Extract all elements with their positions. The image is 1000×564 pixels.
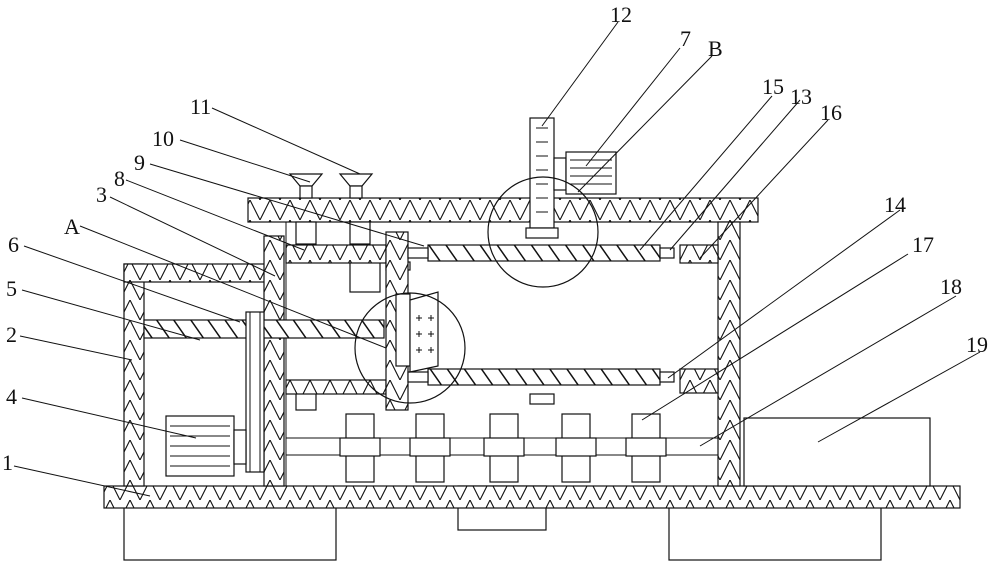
label-18: 18: [940, 274, 962, 299]
label-3: 3: [96, 182, 107, 207]
leader-lines: [13, 21, 981, 497]
detail-circle-b: [487, 176, 599, 288]
label-19: 19: [966, 332, 988, 357]
lower-slide-bar: [285, 368, 719, 395]
rack-gear: [525, 117, 559, 239]
label-11: 11: [190, 94, 211, 119]
lower-screw: [407, 368, 675, 386]
label-10: 10: [152, 126, 174, 151]
label-a: A: [64, 214, 80, 239]
label-9: 9: [134, 150, 145, 175]
label-8: 8: [114, 166, 125, 191]
motor: [165, 415, 247, 477]
label-16: 16: [820, 100, 842, 125]
top-motor: [553, 151, 617, 195]
cutter-block: [395, 291, 439, 373]
label-5: 5: [6, 276, 17, 301]
detail-circle-a: [354, 292, 466, 404]
crushing-shaft: [339, 393, 667, 483]
main-body: [247, 197, 759, 487]
label-15: 15: [762, 74, 784, 99]
upper-screw: [407, 244, 675, 262]
motor-housing: [123, 235, 285, 487]
label-14: 14: [884, 192, 906, 217]
belt-drive: [245, 311, 265, 473]
label-4: 4: [6, 384, 17, 409]
hoppers: [288, 173, 374, 199]
label-b: B: [708, 36, 723, 61]
label-17: 17: [912, 232, 934, 257]
label-1: 1: [2, 450, 13, 475]
base-plate: [103, 485, 961, 509]
label-12: 12: [610, 2, 632, 27]
part-labels: 1 2 3 4 5 6 7 8 9 10 11 12 13 14 15 16 1…: [2, 2, 988, 475]
label-7: 7: [680, 26, 691, 51]
collection-box: [743, 417, 931, 487]
label-6: 6: [8, 232, 19, 257]
label-2: 2: [6, 322, 17, 347]
label-13: 13: [790, 84, 812, 109]
